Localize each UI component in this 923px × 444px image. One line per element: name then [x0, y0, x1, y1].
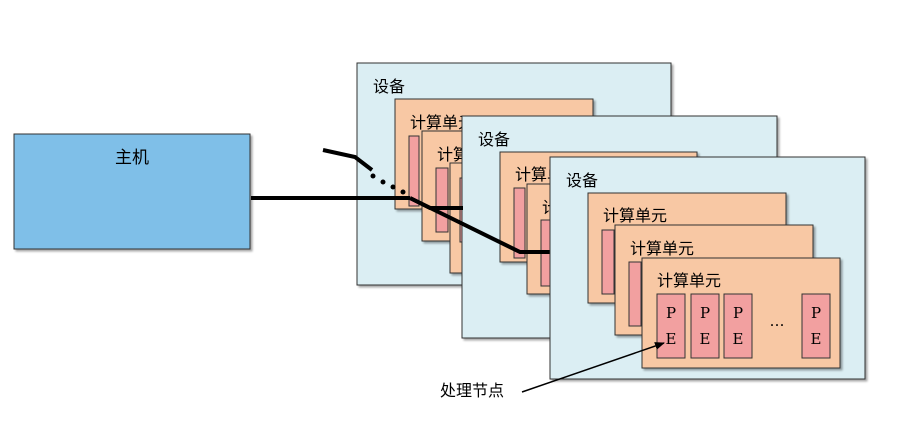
device-1-label: 设备	[373, 77, 405, 96]
svg-text:E: E	[811, 330, 822, 348]
svg-text:E: E	[666, 330, 677, 348]
device-3-compute-unit-3-label: 计算单元	[657, 271, 721, 290]
processing-node-annotation: 处理节点	[440, 342, 665, 400]
device-3-compute-unit-1-label: 计算单元	[603, 206, 667, 225]
connector-ellipsis-dots	[370, 173, 406, 195]
svg-text:P: P	[811, 304, 821, 322]
device-3-label: 设备	[566, 171, 598, 190]
processing-node-label: 处理节点	[440, 381, 504, 400]
processing-node-arrow	[521, 342, 665, 393]
pe-2: P E	[690, 293, 720, 359]
svg-text:E: E	[700, 330, 711, 348]
device-1-compute-unit-1-label: 计算单元	[410, 113, 474, 132]
device-3: 设备 计算单元 计算单元 计算单元 P E P E P E … P E	[549, 156, 866, 380]
pe-3: P E	[723, 293, 753, 359]
host-label: 主机	[115, 148, 149, 168]
svg-text:P: P	[733, 304, 743, 322]
svg-text:P: P	[666, 304, 676, 322]
pe-n: P E	[801, 293, 831, 359]
pe-1: P E	[656, 293, 686, 359]
device-connector-partial	[322, 148, 374, 172]
host-box: 主机	[13, 133, 251, 250]
svg-text:E: E	[733, 330, 744, 348]
device-3-compute-unit-2-label: 计算单元	[630, 239, 694, 258]
connectors	[251, 148, 551, 254]
pe-ellipsis: …	[770, 312, 785, 330]
device-2-connector	[409, 196, 551, 254]
svg-text:P: P	[700, 304, 710, 322]
device-2-label: 设备	[478, 130, 510, 149]
